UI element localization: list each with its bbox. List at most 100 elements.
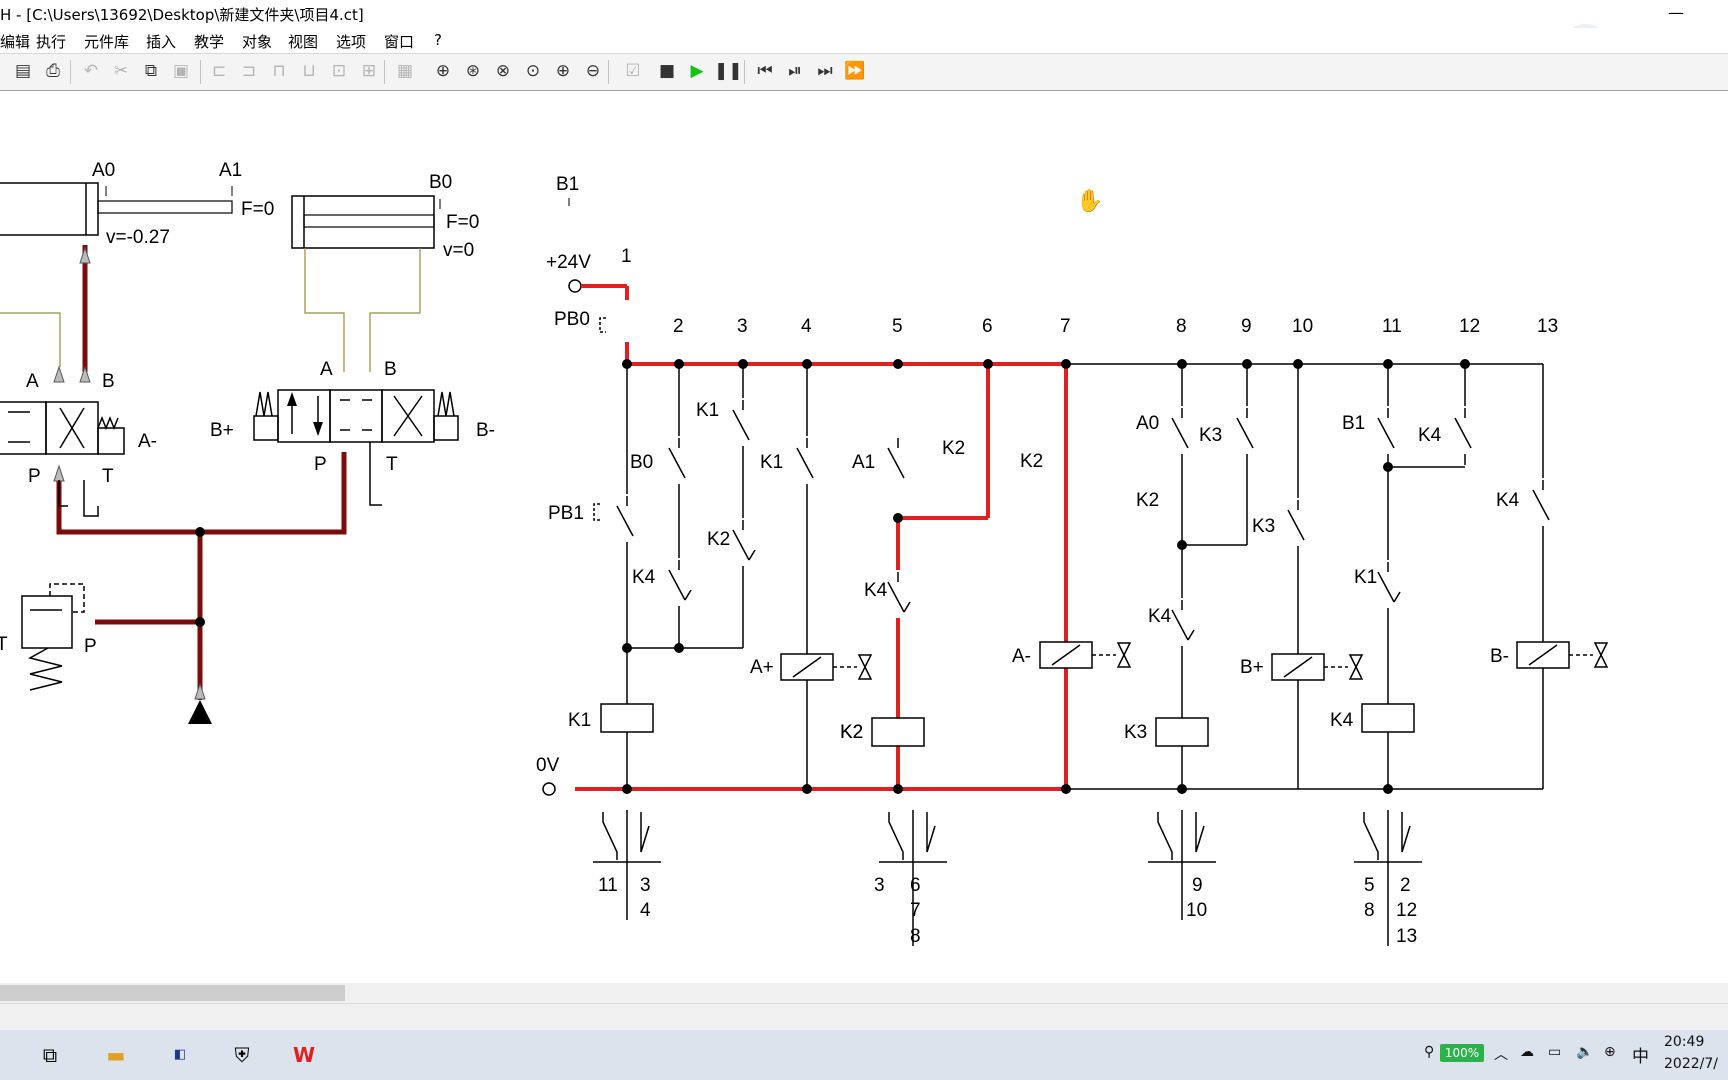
menu-bar: 编辑 执行 元件库 插入 教学 对象 视图 选项 窗口 ? [0,28,1728,53]
file-explorer-icon[interactable]: ▬ [106,1043,126,1067]
k4-r8-label: K4 [1148,606,1172,627]
zoom-window-icon[interactable]: ⊙ [525,61,541,81]
zoom-fit-icon[interactable]: ⊛ [465,61,481,81]
rung-number: 10 [1292,316,1313,337]
input-method-indicator[interactable]: 中 [1632,1047,1649,1067]
cloud-sync-icon[interactable]: ☁ [1520,1044,1534,1060]
electrical-components[interactable] [593,317,1609,747]
pressure-regulator[interactable] [21,583,85,691]
pb1-label: PB1 [548,503,584,524]
minimize-button[interactable]: — [1668,3,1684,22]
solenoid-slash [1283,656,1313,678]
b0-label: B0 [630,452,653,473]
clock-date[interactable]: 2022/7/ [1664,1056,1718,1072]
k2-table-nc-0: 6 [910,875,921,896]
grid-icon[interactable]: ▦ [396,61,414,81]
align-top-icon[interactable]: ⊔ [302,61,316,81]
align-center-icon[interactable]: ⊐ [241,61,257,81]
menu-window[interactable]: 窗口 [384,33,415,51]
valve-symbol [1593,642,1609,668]
valve-b-port-b: B [384,359,397,380]
scrollbar-thumb[interactable] [0,985,345,1001]
open-file-icon[interactable]: ▤ [14,61,32,81]
circuit-canvas[interactable]: A0 A1 F=0 v=-0.27 B0 F=0 v=0 A [0,91,1728,983]
reset-icon[interactable]: ⏮ [757,61,773,81]
play-icon[interactable]: ▶ [690,61,704,81]
menu-teach[interactable]: 教学 [194,33,225,51]
contact-blade [616,505,634,537]
align-right-icon[interactable]: ⊓ [272,61,286,81]
paste-icon[interactable]: ▣ [172,61,190,81]
k4-r2-label: K4 [632,567,656,588]
pause-icon[interactable]: ❚❚ [714,61,743,81]
check-icon[interactable]: ☑ [625,61,641,81]
k4-coil-label: K4 [1330,710,1354,731]
step-icon[interactable]: ⏯ [788,61,802,81]
contact-blade [796,447,814,479]
compressor-source [188,700,212,724]
valve-a-port-t: T [102,466,114,487]
align-left-icon[interactable]: ⊏ [211,61,227,81]
fluidsim-icon[interactable]: ◧ [173,1047,187,1062]
valve-b[interactable] [253,389,459,506]
cyl-b-speed: v=0 [443,240,474,261]
regulator-port-p: P [84,636,97,657]
plug-icon: ⚲ [1424,1044,1435,1060]
cylinder-b[interactable] [291,195,441,249]
menu-help[interactable]: ? [434,31,442,49]
contact-gap [740,398,746,446]
align-bottom-icon[interactable]: ⊞ [361,61,377,81]
valve-b-solenoid-b-minus: B- [476,420,495,441]
relay-coil [871,717,925,747]
menu-edit[interactable]: 编辑 [0,33,31,51]
contact-nc-tab [1393,591,1401,603]
rung-number: 7 [1060,316,1071,337]
contact-gap [1179,598,1185,646]
globe-icon[interactable]: ⊕ [1604,1044,1616,1060]
menu-view[interactable]: 视图 [288,33,319,51]
toolbar-separator [744,60,745,84]
chevron-up-icon[interactable]: ︿ [1494,1047,1508,1063]
menu-execute[interactable]: 执行 [36,33,67,51]
table-nc-symbol [640,812,650,853]
menu-library[interactable]: 元件库 [84,33,130,51]
contact-blade [1532,489,1550,521]
speaker-muted-icon[interactable]: 🔈 [1576,1044,1594,1060]
menu-object[interactable]: 对象 [242,33,273,51]
align-middle-icon[interactable]: ⊡ [331,61,347,81]
copy-icon[interactable]: ⧉ [144,61,158,81]
print-icon[interactable]: ⎙ [46,61,60,81]
undo-icon[interactable]: ↶ [83,61,99,81]
junction-dot [674,359,684,369]
junction-dot [1177,359,1187,369]
menu-insert[interactable]: 插入 [146,33,177,51]
stop-icon[interactable]: ■ [658,61,676,81]
menu-options[interactable]: 选项 [336,33,367,51]
k2-r5-label: K2 [942,438,965,459]
zoom-in-icon[interactable]: ⊕ [555,61,571,81]
zoom-1to1-icon[interactable]: ⊕ [435,61,451,81]
cut-icon[interactable]: ✂ [113,61,129,81]
fast-forward-icon[interactable]: ⏩ [844,61,866,81]
contact-gap [895,436,901,484]
rung-number: 4 [801,316,812,337]
k4-table-no: 5 [1364,875,1375,896]
security-shield-icon[interactable]: ⛨ [234,1043,250,1067]
battery-indicator[interactable]: 100% [1440,1044,1484,1062]
battery-icon[interactable]: ▭ [1548,1044,1562,1060]
k4-table-no2: 8 [1364,900,1375,921]
zoom-out-icon[interactable]: ⊖ [585,61,601,81]
cylinder-a[interactable] [0,182,233,236]
wps-office-icon[interactable]: W [292,1043,316,1067]
junction-dot [622,784,632,794]
contact-gap [1244,406,1250,454]
zoom-all-icon[interactable]: ⊗ [495,61,511,81]
task-view-icon[interactable]: ⧉ [42,1043,58,1067]
rung-number: 2 [673,316,684,337]
clock-time[interactable]: 20:49 [1664,1034,1705,1050]
horizontal-scrollbar[interactable] [0,983,1728,1003]
solenoid-slash [1051,644,1081,666]
valve-a[interactable] [0,401,125,517]
step-forward-icon[interactable]: ⏭ [817,61,833,81]
